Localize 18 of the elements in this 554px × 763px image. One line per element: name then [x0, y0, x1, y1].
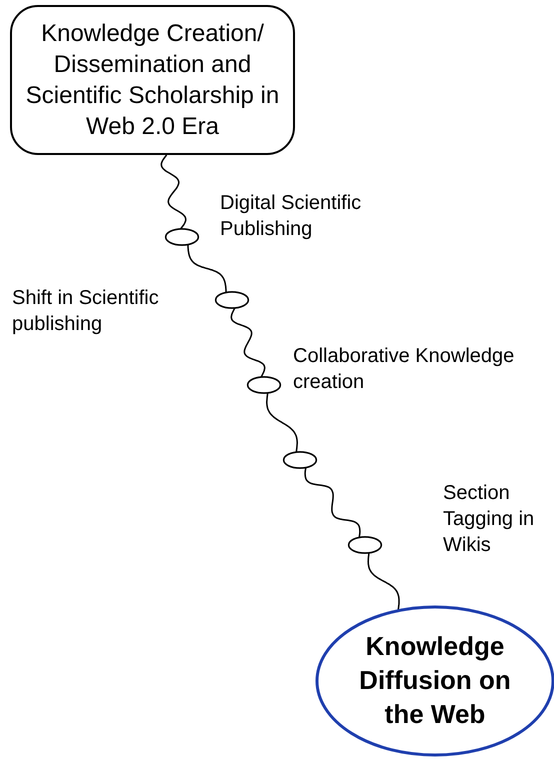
step-label: Digital Scientific Publishing — [220, 191, 362, 242]
ellipse-marker — [165, 228, 199, 246]
node-text: Knowledge Creation/ Dissemination and Scientific Scholarship in Web 2.0 Era — [24, 18, 280, 142]
ellipse-marker — [283, 451, 317, 469]
wavy-line — [160, 154, 186, 230]
wavy-line — [304, 467, 361, 538]
wavy-line — [230, 308, 266, 378]
wavy-line — [266, 392, 298, 452]
step-label: Shift in Scientific publishing — [12, 286, 160, 337]
ellipse-marker — [215, 291, 249, 309]
wavy-line — [367, 552, 400, 610]
wavy-line — [187, 244, 227, 293]
step-label: Collaborative Knowledge creation — [293, 344, 516, 395]
ellipse-marker — [247, 376, 281, 394]
node-text: Knowledge Diffusion on the Web — [358, 630, 512, 731]
step-label: Section Tagging in Wikis — [443, 481, 536, 558]
rounded-box — [10, 5, 295, 155]
ellipse-marker — [348, 536, 382, 554]
